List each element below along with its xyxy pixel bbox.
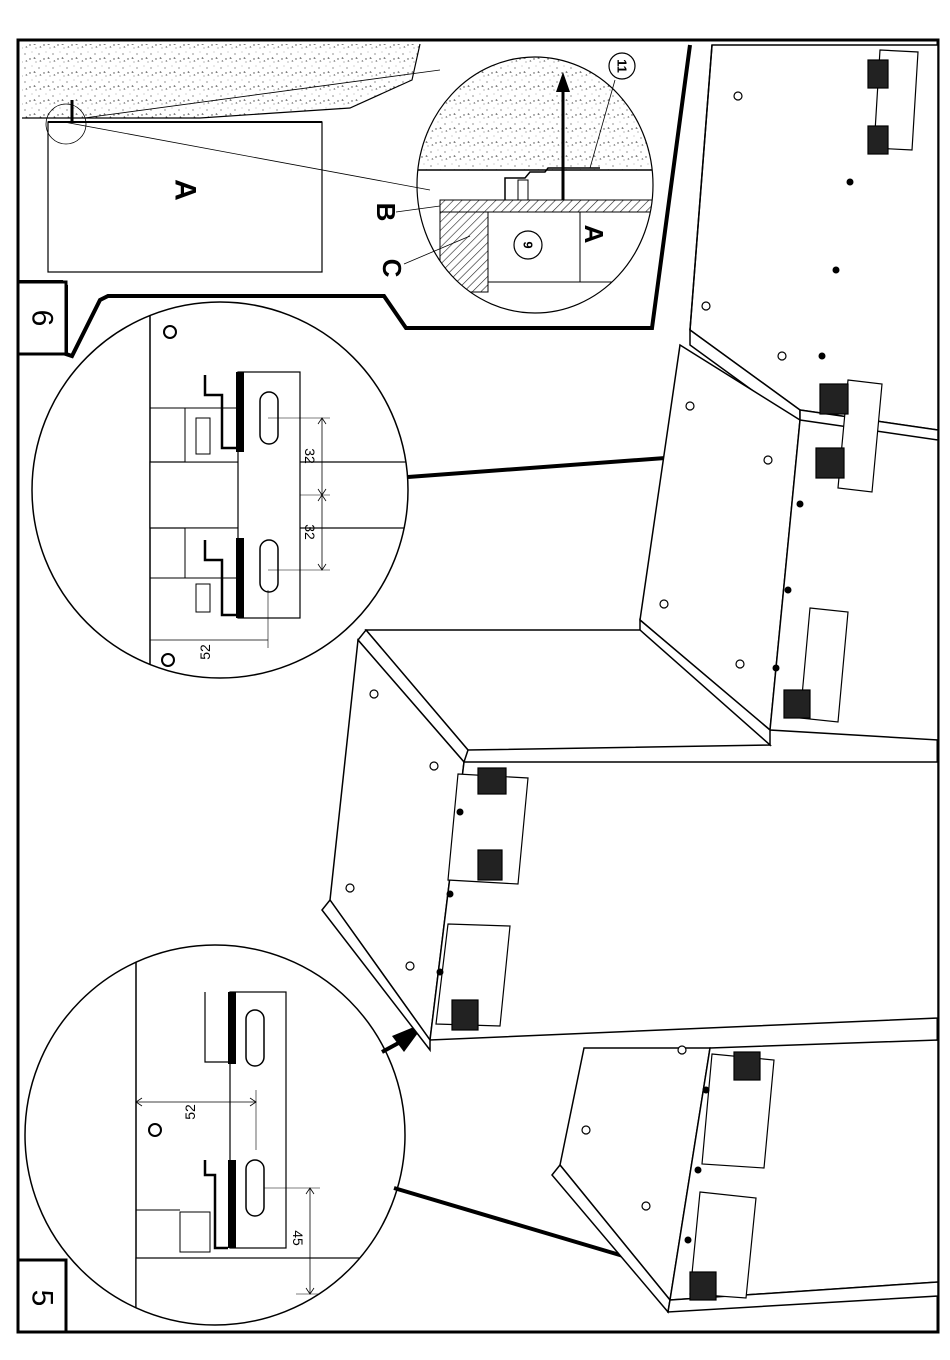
screw-icon — [164, 326, 176, 338]
dim-52-left: 52 — [182, 1104, 198, 1120]
step-5-number: 5 — [26, 1290, 59, 1307]
step-5-badge: 5 — [18, 1260, 66, 1332]
detail-hanging-rail: 11 9 B C A — [371, 53, 670, 313]
part-9-number: 9 — [521, 241, 536, 248]
wall-panel-b — [440, 200, 670, 212]
dim-52-right: 52 — [197, 644, 213, 660]
label-a-detail: A — [579, 225, 609, 244]
dim-32-upper: 32 — [302, 448, 318, 464]
part-11-number: 11 — [615, 59, 630, 73]
step-6-number: 6 — [26, 310, 59, 327]
dim-32-lower: 32 — [302, 524, 318, 540]
step-6-badge: 6 — [18, 282, 66, 354]
ceiling-overview: A — [22, 44, 440, 272]
label-c: C — [377, 259, 407, 278]
label-a-overview: A — [169, 179, 202, 201]
dim-45: 45 — [290, 1230, 306, 1246]
screw-icon — [162, 654, 174, 666]
screw-icon — [149, 1124, 161, 1136]
wood-batten-c — [440, 212, 488, 292]
